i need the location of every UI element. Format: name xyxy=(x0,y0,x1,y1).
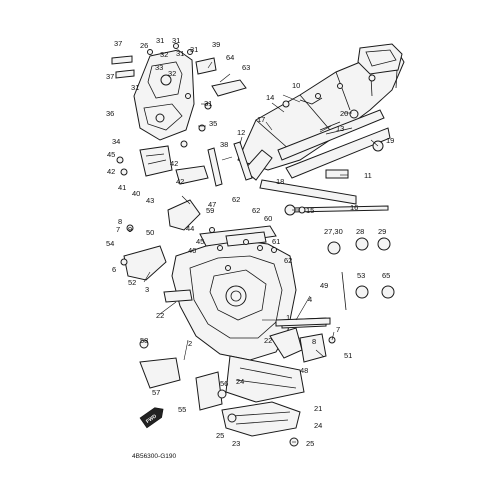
front-frame xyxy=(123,199,327,437)
callout-48: 48 xyxy=(300,366,308,375)
callout-65: 65 xyxy=(382,271,390,280)
callout-37: 37 xyxy=(114,39,122,48)
leader-lines xyxy=(143,61,379,443)
callout-31: 31 xyxy=(172,36,180,45)
callout-17: 17 xyxy=(257,115,265,124)
callout-25: 25 xyxy=(216,431,224,440)
callout-51: 51 xyxy=(344,351,352,360)
callout-31: 31 xyxy=(190,45,198,54)
callout-28: 28 xyxy=(356,227,364,236)
callout-61: 61 xyxy=(272,237,280,246)
callout-55: 55 xyxy=(178,405,186,414)
callout-labels: 37 26 31 31 39 31 64 63 32 31 33 32 37 3… xyxy=(106,36,394,448)
fwd-direction-badge: FWD xyxy=(139,407,164,429)
callout-6: 6 xyxy=(112,265,116,274)
callout-59: 59 xyxy=(206,206,214,215)
callout-45: 45 xyxy=(107,150,115,159)
callout-31: 31 xyxy=(176,49,184,58)
callout-16: 16 xyxy=(350,203,358,212)
callout-7: 7 xyxy=(336,325,340,334)
callout-26: 26 xyxy=(140,41,148,50)
callout-34: 34 xyxy=(112,137,120,146)
callout-45: 45 xyxy=(196,237,204,246)
callout-24: 24 xyxy=(314,421,322,430)
callout-31: 31 xyxy=(156,36,164,45)
callout-32: 32 xyxy=(160,50,168,59)
fasteners xyxy=(116,43,395,447)
callout-18: 18 xyxy=(276,177,284,186)
bracket-assembly xyxy=(111,49,247,185)
callout-37: 37 xyxy=(106,72,114,81)
rear-frame xyxy=(237,43,405,205)
callout-42: 42 xyxy=(176,177,184,186)
callout-40: 40 xyxy=(132,189,140,198)
callout-20: 20 xyxy=(340,109,348,118)
callout-12: 12 xyxy=(237,128,245,137)
callout-62: 62 xyxy=(284,256,292,265)
callout-54: 54 xyxy=(106,239,114,248)
callout-46: 46 xyxy=(188,246,196,255)
callout-15: 15 xyxy=(306,206,314,215)
callout-56: 56 xyxy=(220,379,228,388)
callout-58: 58 xyxy=(140,336,148,345)
callout-63: 63 xyxy=(242,63,250,72)
callout-31: 31 xyxy=(131,83,139,92)
callout-43: 43 xyxy=(146,196,154,205)
callout-25: 25 xyxy=(306,439,314,448)
callout-1: 1 xyxy=(286,313,290,322)
callout-11: 11 xyxy=(364,171,372,180)
callout-53: 53 xyxy=(357,271,365,280)
callout-22: 22 xyxy=(264,336,272,345)
callout-22: 22 xyxy=(156,311,164,320)
callout-36: 36 xyxy=(106,109,114,118)
callout-31: 31 xyxy=(204,99,212,108)
callout-42: 42 xyxy=(170,159,178,168)
callout-23: 23 xyxy=(232,439,240,448)
diagram-caption: 4B56300-G190 xyxy=(132,453,176,460)
callout-32: 32 xyxy=(168,69,176,78)
callout-29: 29 xyxy=(378,227,386,236)
callout-13: 13 xyxy=(336,124,344,133)
callout-38: 38 xyxy=(220,140,228,149)
callout-33: 33 xyxy=(155,63,163,72)
callout-62: 62 xyxy=(232,195,240,204)
callout-57: 57 xyxy=(152,388,160,397)
callout-44: 44 xyxy=(186,224,194,233)
callout-62: 62 xyxy=(252,206,260,215)
callout-3: 3 xyxy=(145,285,149,294)
callout-21: 21 xyxy=(314,404,322,413)
callout-7: 7 xyxy=(116,225,120,234)
callout-27-30: 27,30 xyxy=(324,227,343,236)
callout-14: 14 xyxy=(266,93,274,102)
callout-42: 42 xyxy=(107,167,115,176)
callout-19: 19 xyxy=(386,136,394,145)
callout-9: 9 xyxy=(128,225,132,234)
callout-8: 8 xyxy=(118,217,122,226)
callout-39: 39 xyxy=(212,40,220,49)
callout-49: 49 xyxy=(320,281,328,290)
callout-24: 24 xyxy=(236,377,244,386)
callout-2: 2 xyxy=(188,339,192,348)
callout-8: 8 xyxy=(312,337,316,346)
callout-10: 10 xyxy=(292,81,300,90)
callout-64: 64 xyxy=(226,53,234,62)
callout-50: 50 xyxy=(146,228,154,237)
callout-41: 41 xyxy=(118,183,126,192)
callout-52: 52 xyxy=(128,278,136,287)
fwd-label: FWD xyxy=(145,413,158,425)
callout-47: 47 xyxy=(208,200,216,209)
callout-35: 35 xyxy=(209,119,217,128)
callout-4: 4 xyxy=(308,295,312,304)
callout-60: 60 xyxy=(264,214,272,223)
